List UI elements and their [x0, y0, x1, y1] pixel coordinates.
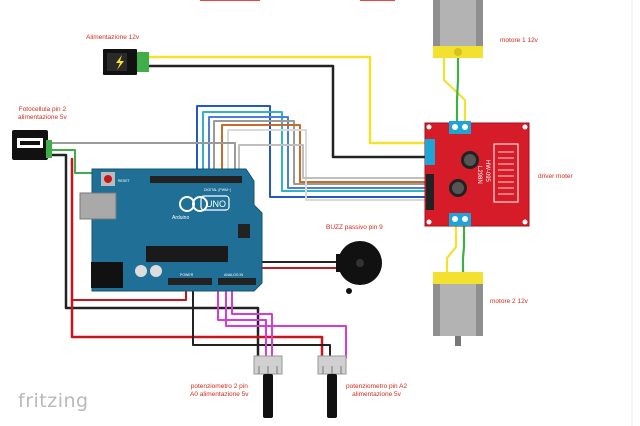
- reset-label-text: RESET: [118, 179, 131, 183]
- digital-label-text: DIGITAL (PWM~): [204, 188, 231, 192]
- wire-signal-gray-2: [238, 144, 427, 179]
- pot1-label-line2: A0 alimentazione 5v: [190, 391, 249, 398]
- power-jack: [103, 49, 149, 75]
- motor-1: [433, 0, 483, 58]
- wire-buzzer-black: [249, 261, 351, 279]
- wire-signal-orange: [221, 124, 427, 183]
- wire-pot1-magenta: [217, 277, 267, 359]
- fritzing-logo: fritzing: [18, 390, 89, 412]
- driver-board-text: HW-095: [484, 160, 490, 183]
- power-header: [168, 278, 212, 285]
- wire-motor1-yellow: [442, 56, 467, 125]
- passive-buzzer: [336, 241, 382, 294]
- photocell-sensor: [12, 130, 52, 160]
- wire-motor2-green: [461, 224, 466, 277]
- usb-port: [79, 192, 117, 220]
- pot1-label-line1: potenziometro 2 pin: [190, 383, 248, 390]
- wire-motor2-yellow: [445, 224, 458, 277]
- photocell-label-line1: Fotocellula pin 2: [18, 106, 67, 113]
- power-label-text: POWER: [180, 273, 194, 277]
- wire-pot1-magenta-b: [231, 277, 273, 359]
- reset-button: [104, 175, 112, 183]
- wire-photocell-gray: [49, 142, 236, 179]
- arduino-uno-board: UNO Arduino DIGITAL (PWM~) POWER ANALOG …: [79, 168, 263, 292]
- motor-2: [433, 272, 483, 346]
- uno-badge: [200, 195, 230, 211]
- analog-header: [218, 278, 256, 285]
- wire-power-yellow: [145, 55, 428, 145]
- photocell-label-line2: alimentazione 5v: [18, 114, 67, 121]
- buzzer-label: BUZZ passivo pin 9: [326, 224, 383, 231]
- wire-signal-blue-1: [196, 105, 427, 198]
- potentiometer-1: [253, 355, 283, 418]
- wire-signal-cyan: [202, 111, 427, 192]
- wire-signal-gray: [213, 120, 427, 185]
- pot2-label-line2: alimentazione 5v: [352, 391, 401, 398]
- driver-chip-text: L298N: [476, 166, 482, 184]
- pot2-label-line1: potenziometro pin A2: [346, 383, 408, 390]
- wire-signal-blue-2: [208, 116, 427, 189]
- lightning-icon: [116, 55, 124, 70]
- wires: [48, 55, 467, 360]
- atmega-chip: [146, 246, 228, 262]
- potentiometer-2: [317, 355, 347, 418]
- digital-header: [150, 176, 242, 183]
- motor-driver-board: HW-095 L298N: [424, 121, 530, 227]
- board-model-text: UNO: [206, 199, 226, 209]
- wire-power-black: [145, 64, 428, 159]
- wire-gnd-black: [192, 277, 331, 359]
- power-jack-label: Alimentazione 12v: [86, 34, 140, 41]
- wire-photocell-black: [48, 153, 260, 360]
- analog-label-text: ANALOG IN: [224, 273, 244, 277]
- wire-motor1-green: [455, 56, 460, 125]
- wire-pot2-magenta: [225, 277, 347, 359]
- wire-signal-white: [227, 129, 427, 201]
- board-maker-text: Arduino: [172, 215, 189, 221]
- pot2-label: potenziometro pin A2 alimentazione 5v: [346, 383, 407, 399]
- pot1-label: potenziometro 2 pin A0 alimentazione 5v: [190, 383, 249, 399]
- barrel-jack: [91, 262, 123, 288]
- wire-5v-red: [70, 157, 324, 360]
- photocell-label: Fotocellula pin 2 alimentazione 5v: [18, 106, 67, 122]
- motor1-label: motore 1 12v: [500, 37, 538, 44]
- driver-label: driver moter: [538, 173, 573, 180]
- motor2-label: motore 2 12v: [490, 298, 528, 305]
